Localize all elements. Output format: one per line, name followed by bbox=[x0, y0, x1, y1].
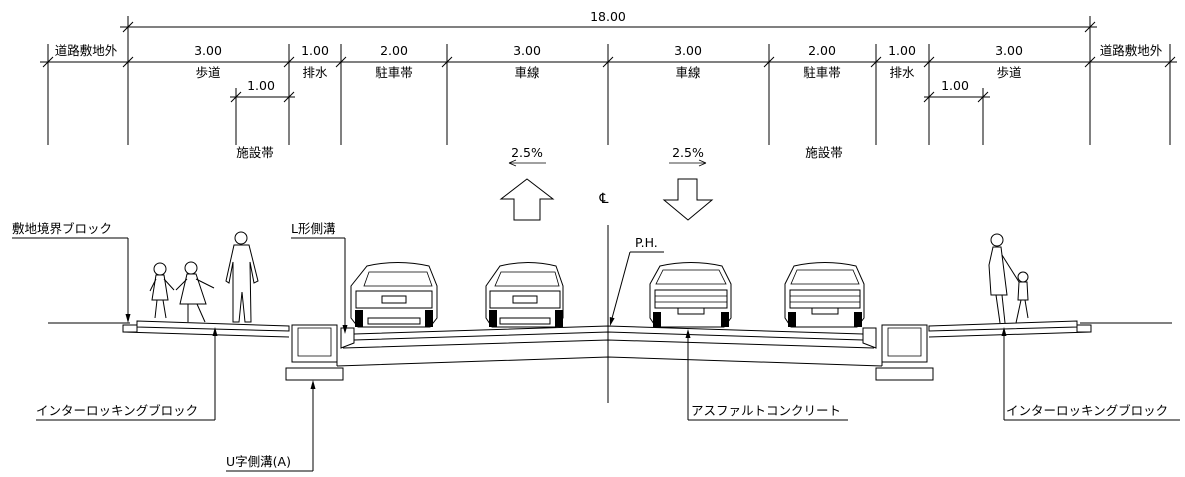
outside-right-label: 道路敷地外 bbox=[1100, 43, 1163, 58]
callout-asphalt: アスファルトコンクリート bbox=[691, 403, 841, 418]
seg-5-value: 3.00 bbox=[674, 43, 702, 58]
facility-right-label: 施設帯 bbox=[805, 145, 843, 160]
slope-right-value: 2.5% bbox=[672, 145, 704, 160]
up-arrow-icon bbox=[499, 178, 555, 221]
slope-left-value: 2.5% bbox=[511, 145, 543, 160]
sub-left-value: 1.00 bbox=[247, 78, 275, 93]
adult-figure-left bbox=[225, 231, 259, 323]
leader-boundary-block bbox=[12, 237, 131, 323]
dimension-lines bbox=[40, 16, 1177, 145]
seg-8-name: 歩道 bbox=[996, 65, 1022, 80]
centerline-symbol: ℄ bbox=[599, 191, 609, 207]
leader-l-gutter bbox=[291, 237, 348, 334]
facility-left-label: 施設帯 bbox=[236, 145, 274, 160]
leader-interlocking-right bbox=[1001, 327, 1180, 421]
leader-interlocking-left bbox=[36, 327, 218, 421]
leader-ph bbox=[609, 251, 664, 326]
pavement bbox=[336, 325, 883, 367]
seg-1-name: 歩道 bbox=[195, 65, 221, 80]
seg-7-name: 排水 bbox=[889, 65, 915, 80]
right-sidewalk bbox=[928, 320, 1092, 338]
leader-u-gutter bbox=[226, 380, 316, 472]
callout-l-gutter: L形側溝 bbox=[291, 221, 336, 236]
seg-3-value: 2.00 bbox=[380, 43, 408, 58]
child-figure-right bbox=[1015, 271, 1029, 324]
outside-left-label: 道路敷地外 bbox=[55, 43, 118, 58]
segment-ticks bbox=[42, 44, 1176, 145]
u-gutter-right bbox=[875, 324, 934, 381]
car-rear-left-lane bbox=[485, 262, 564, 328]
slope-right-arrow bbox=[669, 159, 707, 167]
car-front-right-parking bbox=[784, 262, 865, 328]
seg-4-name: 車線 bbox=[514, 65, 540, 80]
callout-ph: P.H. bbox=[635, 235, 658, 250]
car-front-right-lane bbox=[649, 262, 732, 328]
seg-6-name: 駐車帯 bbox=[803, 65, 841, 80]
callout-interlocking-left: インターロッキングブロック bbox=[36, 403, 198, 418]
seg-2-value: 1.00 bbox=[301, 43, 329, 58]
total-width-value: 18.00 bbox=[590, 9, 626, 24]
adult-figure-right bbox=[988, 233, 1020, 324]
seg-5-name: 車線 bbox=[675, 65, 701, 80]
seg-6-value: 2.00 bbox=[808, 43, 836, 58]
l-gutter-left bbox=[340, 327, 355, 349]
seg-8-value: 3.00 bbox=[995, 43, 1023, 58]
callout-interlocking-right: インターロッキングブロック bbox=[1006, 403, 1168, 418]
callout-u-gutter: U字側溝(A) bbox=[226, 454, 291, 469]
slope-left-arrow bbox=[508, 159, 546, 167]
seg-3-name: 駐車帯 bbox=[375, 65, 413, 80]
child-figure-1 bbox=[149, 262, 175, 319]
l-gutter-right bbox=[862, 327, 877, 349]
callout-boundary-block: 敷地境界ブロック bbox=[12, 221, 112, 236]
down-arrow-icon bbox=[662, 178, 714, 221]
seg-2-name: 排水 bbox=[302, 65, 328, 80]
leader-asphalt bbox=[685, 329, 848, 421]
car-rear-left-parking bbox=[350, 262, 438, 328]
seg-1-value: 3.00 bbox=[194, 43, 222, 58]
seg-7-value: 1.00 bbox=[888, 43, 916, 58]
seg-4-value: 3.00 bbox=[513, 43, 541, 58]
u-gutter-left bbox=[285, 324, 344, 381]
sub-right-value: 1.00 bbox=[941, 78, 969, 93]
child-figure-2 bbox=[175, 261, 215, 323]
left-sidewalk bbox=[122, 320, 290, 338]
